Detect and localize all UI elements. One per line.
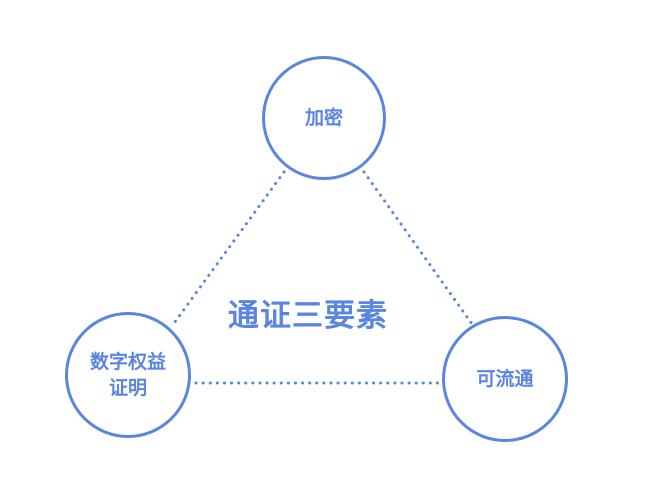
node-label: 数字权益 证明 [90,349,166,401]
node-digital-rights-proof: 数字权益 证明 [65,312,191,438]
node-label-line1: 数字权益 [89,351,166,373]
dotted-line-top-right [362,170,474,326]
node-label: 加密 [304,107,343,129]
node-encryption: 加密 [262,56,386,180]
node-label-line2: 证明 [108,377,147,399]
node-circulation: 可流通 [442,316,568,442]
node-label: 可流通 [476,368,534,390]
diagram-title: 通证三要素 [228,298,388,334]
